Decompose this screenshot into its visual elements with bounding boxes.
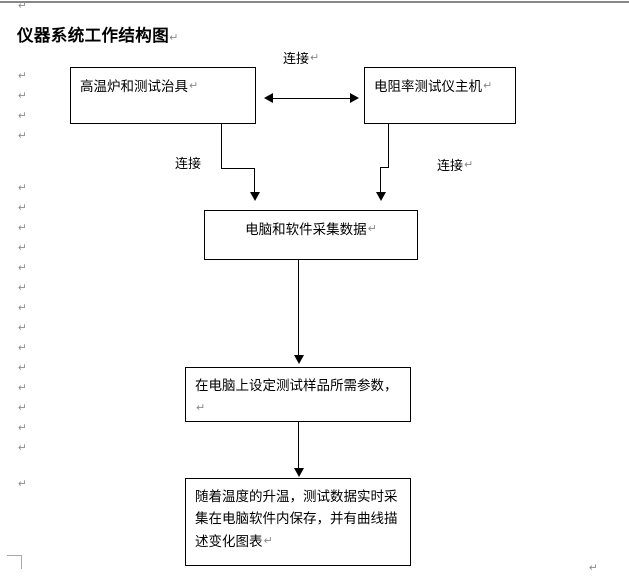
paragraph-mark-icon: ↵ — [18, 478, 27, 490]
flowchart-node-record-label: 随着温度的升温，测试数据实时采集在电脑软件内保存，并有曲线描述变化图表↵ — [195, 489, 398, 550]
paragraph-mark-icon: ↵ — [18, 130, 27, 142]
page-title-text: 仪器系统工作结构图 — [17, 26, 170, 45]
connector-tester-pc-seg1 — [388, 124, 389, 168]
connector-params-record-line — [298, 422, 299, 470]
connector-furnace-pc-seg3 — [254, 168, 255, 193]
connector-furnace-pc-seg1 — [221, 124, 222, 169]
connector-tester-pc-seg3 — [380, 167, 381, 193]
edge-label-right: 连接↵ — [437, 158, 474, 174]
paragraph-mark-icon: ↵ — [18, 282, 27, 294]
paragraph-mark-icon: ↵ — [18, 182, 27, 194]
flowchart-node-pc[interactable]: 电脑和软件采集数据↵ — [204, 210, 418, 260]
flowchart-node-params[interactable]: 在电脑上设定测试样品所需参数，↵ — [185, 367, 411, 422]
paragraph-mark-icon: ↵ — [18, 422, 27, 434]
paragraph-mark-icon: ↵ — [18, 322, 27, 334]
flowchart-node-tester-label: 电阻率测试仪主机↵ — [374, 79, 493, 95]
paragraph-mark-icon: ↵ — [18, 242, 27, 254]
paragraph-mark-icon: ↵ — [18, 442, 27, 454]
page-top-rule — [0, 1, 629, 3]
edge-label-left: 连接 — [175, 157, 202, 172]
paragraph-mark-icon: ↵ — [310, 51, 320, 64]
paragraph-mark-icon: ↵ — [589, 562, 598, 574]
paragraph-mark-icon: ↵ — [18, 302, 27, 314]
edge-label-top: 连接↵ — [283, 51, 320, 67]
page-margin-corner-mark — [7, 555, 22, 569]
paragraph-mark-icon: ↵ — [18, 110, 27, 122]
connector-furnace-pc-arrow — [250, 192, 260, 201]
paragraph-mark-icon: ↵ — [18, 70, 27, 82]
connector-tester-pc-seg2 — [380, 167, 389, 168]
connector-tester-pc-arrow — [376, 192, 386, 201]
paragraph-mark-icon: ↵ — [18, 362, 27, 374]
paragraph-mark-icon: ↵ — [18, 402, 27, 414]
paragraph-mark-icon: ↵ — [169, 31, 179, 44]
flowchart-node-furnace-label: 高温炉和测试治具↵ — [80, 79, 199, 95]
connector-params-record-arrow — [294, 468, 304, 477]
connector-pc-params-line — [298, 260, 299, 356]
paragraph-mark-icon: ↵ — [464, 158, 474, 171]
paragraph-mark-icon: ↵ — [18, 262, 27, 274]
paragraph-mark-icon: ↵ — [18, 90, 27, 102]
connector-furnace-tester-line — [272, 98, 352, 99]
paragraph-mark-icon: ↵ — [18, 202, 27, 214]
flowchart-node-params-label: 在电脑上设定测试样品所需参数，↵ — [195, 378, 398, 414]
connector-furnace-tester-arrow-left — [264, 93, 273, 103]
flowchart-node-record[interactable]: 随着温度的升温，测试数据实时采集在电脑软件内保存，并有曲线描述变化图表↵ — [185, 478, 411, 566]
paragraph-mark-icon: ↵ — [18, 222, 27, 234]
paragraph-mark-icon: ↵ — [18, 0, 27, 12]
connector-furnace-pc-seg2 — [221, 168, 255, 169]
paragraph-mark-icon: ↵ — [483, 79, 493, 92]
flowchart-node-pc-label: 电脑和软件采集数据↵ — [245, 222, 377, 238]
paragraph-mark-icon: ↵ — [189, 79, 199, 92]
paragraph-mark-icon: ↵ — [367, 222, 377, 235]
connector-furnace-tester-arrow-right — [350, 93, 359, 103]
flowchart-node-furnace[interactable]: 高温炉和测试治具↵ — [70, 67, 256, 124]
paragraph-mark-icon: ↵ — [196, 401, 206, 414]
page-title: 仪器系统工作结构图↵ — [17, 22, 179, 46]
paragraph-mark-icon: ↵ — [263, 534, 273, 547]
paragraph-mark-icon: ↵ — [18, 342, 27, 354]
connector-pc-params-arrow — [294, 355, 304, 364]
flowchart-node-tester[interactable]: 电阻率测试仪主机↵ — [364, 67, 516, 124]
paragraph-mark-icon: ↵ — [18, 382, 27, 394]
